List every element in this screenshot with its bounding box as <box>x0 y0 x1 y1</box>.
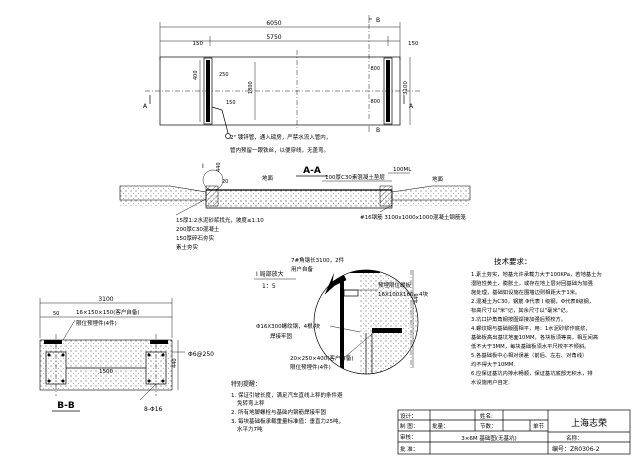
plan-view: 6050 5750 150 150 B B 400 250 1800 3100 … <box>143 15 420 154</box>
tb-unit: 单节 <box>533 422 545 430</box>
bb-dim-50: 50 <box>53 311 59 317</box>
plate-2: 限位预埋件(4件) <box>290 363 331 371</box>
special-note-1a: 1. 保证引坡长度，满足汽车直线上秤的条件避 <box>231 391 343 399</box>
plate-bb-2: 限位预埋件(4件) <box>76 319 117 327</box>
bb-dim-1500: 1500 <box>99 369 113 375</box>
tb-number: 编号：ZR0306-2 <box>552 445 600 453</box>
plan-dim-6050: 6050 <box>266 20 281 27</box>
section-aa: A-A I 440 20 100厚C30素混凝土垫层 100ML 地面 地面 1… <box>119 162 471 251</box>
special-notes-title: 特别提醒： <box>231 380 261 388</box>
tech-req-line-7: 4.螺纹钢与基础版图相平，用：1水泥砂浆作底浆， <box>471 324 591 332</box>
bolt-2: 焊接牢固 <box>270 332 293 340</box>
tb-approve: 批 准： <box>400 445 418 453</box>
tb-name-field: 名称： <box>566 434 583 442</box>
plan-dim-400: 400 <box>193 70 199 80</box>
tech-req-line-8: 基础板高出基坑地面10MM，各块板须等高，相互间高 <box>471 333 598 341</box>
tech-req-line-5: 标高尺寸以"米"记，其余尺寸以"毫米"记。 <box>471 306 571 314</box>
tb-drawing: 制 图： <box>400 422 418 430</box>
ground-right: 地面 <box>432 175 444 183</box>
tb-design: 设计： <box>400 412 417 420</box>
tech-req-line-3: 施处理，基础如设施在围墙边则相距大于1米。 <box>471 288 580 296</box>
tech-req-line-10: 5.各基础板中心相对误差（前后、左右、对角线） <box>471 351 587 359</box>
section-mark-b-bottom: B <box>376 127 380 134</box>
section-aa-title: A-A <box>303 166 321 176</box>
plan-dim-150-right: 150 <box>408 41 419 47</box>
detail-i-title: I 局部放大 <box>256 270 284 278</box>
detail-i: I 局部放大 1：5 440 7#角钢长3100，2件 用户自备 预埋限位缓板 … <box>254 256 429 375</box>
slab-note: 100厚C30素混凝土垫层 <box>325 173 385 181</box>
tech-req-line-4: 2.混凝土为C30，钢筋 Φ代表 I 级钢，Φ代表Ⅱ级钢， <box>471 297 594 305</box>
title-block: 设计： 制 图： 审核： 批 准： 批量： 姓名: 节数： 单节 3×6M 基础… <box>397 409 631 455</box>
plan-dim-5750: 5750 <box>266 34 281 41</box>
tech-requirements: 技术要求： 1.素土夯实，地基允许承载力大于100KPa，若地基土为 湿陷性黄土… <box>471 256 602 386</box>
section-mark-a-left: A <box>143 103 148 110</box>
plan-dim-150-left: 150 <box>193 41 204 47</box>
detail-tag-i: I <box>202 163 204 170</box>
layer-1: 15厚1:2水泥砂浆找光，坡度≤1:10 <box>176 216 264 224</box>
plate-bb-1: 16×150×150(客户自备) <box>76 308 140 316</box>
steel-note-2: 用户自备 <box>291 265 314 273</box>
plate-1: 20×250×400(客户自备) <box>290 354 354 362</box>
conduit-note-2: 管内预留一跟铁丝，以便穿线，无盖弯。 <box>230 146 329 154</box>
tb-name-label: 姓名: <box>480 412 493 420</box>
dim-20: 20 <box>222 179 228 185</box>
bb-dim-440: 440 <box>172 358 178 368</box>
rebar-note: #16钢筋 3100x1000x1000混凝土钢筋笼 <box>360 213 466 221</box>
special-note-3b: 水平力7吨 <box>237 425 263 433</box>
tech-req-line-13: 水设施用户自定. <box>471 378 510 386</box>
plan-dim-800-bottom: 800 <box>370 99 380 105</box>
bb-dim-3100: 3100 <box>98 296 113 303</box>
layer-2: 200厚C30混凝土 <box>176 225 220 233</box>
plan-dim-150-bottom: 150 <box>226 100 236 106</box>
plan-dim-800-top: 800 <box>370 66 380 72</box>
plan-dim-3100: 3100 <box>403 81 409 95</box>
stirrup: Φ6@250 <box>188 351 214 358</box>
special-note-2: 2. 所有地脚螺栓与基础内钢筋焊接牢固 <box>231 408 326 416</box>
ground-left: 地面 <box>262 174 274 182</box>
tech-req-line-6: 3.坑口护角角钢按图焊接加强后预校方。 <box>471 315 566 323</box>
tech-req-title: 技术要求： <box>494 256 532 266</box>
tech-req-line-2: 湿陷性黄土、膨胀土，或存在地上层对回基础为加强 <box>471 279 594 287</box>
tb-company: 上海志荣 <box>571 417 607 429</box>
special-note-3a: 3. 每块基础板承载重量标准值：垂直力25吨， <box>231 417 344 425</box>
tb-tonnage-label: 节数： <box>480 422 497 430</box>
conduit-note-1: 2" 镀锌管，通入磅房，严禁水流入管内， <box>230 133 331 141</box>
dim-100ml: 100ML <box>393 167 412 173</box>
tech-req-line-1: 1.素土夯实，地基允许承载力大于100KPa，若地基土为 <box>471 270 602 278</box>
special-notes: 特别提醒： 1. 保证引坡长度，满足汽车直线上秤的条件避 免转弯上秤 2. 所有… <box>231 380 344 433</box>
tb-batch: 批量： <box>432 422 449 430</box>
tb-review: 审核： <box>400 433 417 441</box>
section-mark-a-right: A <box>409 103 414 110</box>
layer-4: 素土夯实 <box>176 243 199 251</box>
tech-req-line-11: 均不得大于10MM. <box>471 360 515 368</box>
limit-plate-2: 16X100X160，4块 <box>378 290 429 298</box>
limit-plate-1: 预埋限位缓板 <box>378 281 412 289</box>
bolt-1: Φ16X300螺纹钢，4根/块 <box>256 322 320 330</box>
dim-440: 440 <box>216 162 222 172</box>
main-bar: 8-Φ16 <box>144 406 163 413</box>
plan-dim-1800: 1800 <box>248 81 254 94</box>
section-bb: 3100 50 16×150×150(客户自备) 限位预埋件(4件) 1500 … <box>39 296 214 413</box>
plan-dim-250: 250 <box>219 72 229 78</box>
tech-req-line-12: 6.应保证基坑内排水畅顺，保证基坑底部无积水，排 <box>471 369 593 377</box>
steel-note-1: 7#角钢长3100，2件 <box>291 256 345 264</box>
special-note-1b: 免转弯上秤 <box>237 399 265 407</box>
tech-req-line-9: 低不大于3MM，每块基础板须水平尺校平不倾斜。 <box>471 342 589 350</box>
detail-dim-440: 440 <box>414 293 420 303</box>
layer-3: 150厚碎石夯实 <box>176 234 214 242</box>
section-bb-title: B-B <box>57 401 75 411</box>
section-mark-b-top: B <box>376 17 380 24</box>
detail-i-scale: 1：5 <box>262 283 276 290</box>
tb-drawing-name: 3×6M 基础图(无基坑) <box>461 434 516 442</box>
